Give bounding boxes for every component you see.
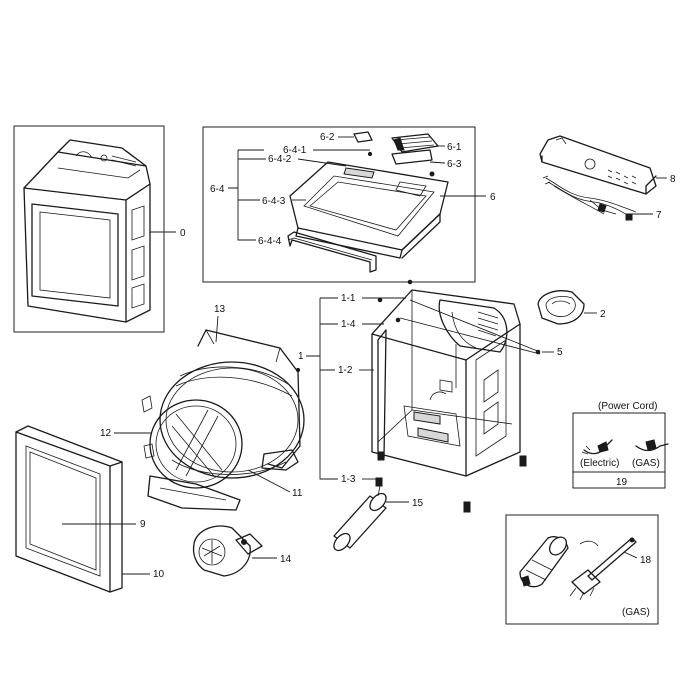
label-6: 6 [490, 192, 496, 203]
cabinet-frame-part-1: 1-1 1-4 1-2 1-3 1 5 [298, 279, 563, 513]
label-19: 19 [616, 477, 628, 488]
power-cord-box-part-19: (Power Cord) (Electric) (GAS) 19 [572, 401, 669, 489]
label-15: 15 [412, 498, 424, 509]
label-13: 13 [214, 304, 226, 315]
label-0: 0 [180, 228, 186, 239]
label-6-4-3: 6-4-3 [262, 196, 286, 207]
label-6-3: 6-3 [447, 159, 462, 170]
power-cord-title: (Power Cord) [598, 401, 657, 412]
power-cord-gas-label: (GAS) [632, 458, 660, 469]
gas-kit-gas-label: (GAS) [622, 607, 650, 618]
label-6-4-1: 6-4-1 [283, 145, 307, 156]
blower-part-14: 14 [192, 525, 292, 577]
label-6-4-2: 6-4-2 [268, 154, 292, 165]
door-assembly: 9 10 [15, 425, 165, 593]
label-14: 14 [280, 554, 292, 565]
label-11: 11 [292, 488, 303, 499]
label-1-1: 1-1 [341, 293, 356, 304]
label-5: 5 [557, 347, 563, 358]
dryer-assembly-part-0: 0 [13, 125, 186, 333]
label-1-2: 1-2 [338, 365, 353, 376]
label-2: 2 [600, 309, 606, 320]
label-6-4: 6-4 [210, 184, 225, 195]
label-7: 7 [656, 210, 662, 221]
label-9: 9 [140, 519, 146, 530]
label-1-3: 1-3 [341, 474, 356, 485]
label-1: 1 [298, 351, 304, 362]
vent-cover-part-2: 2 [537, 290, 606, 325]
label-1-4: 1-4 [341, 319, 356, 330]
control-panel-part-8: 8 7 [539, 135, 676, 221]
top-panel-assembly-part-6: 6-2 6-1 6-3 6-4-1 6-4-2 6-4-3 6-4-4 6-4 … [202, 126, 496, 283]
label-6-1: 6-1 [447, 142, 462, 153]
label-12: 12 [100, 428, 112, 439]
power-cord-electric-label: (Electric) [580, 458, 619, 469]
label-8: 8 [670, 174, 676, 185]
label-10: 10 [153, 569, 165, 580]
drum-assembly: 13 12 11 [100, 304, 305, 511]
gas-kit-box-part-18: 18 (GAS) [505, 514, 659, 625]
exhaust-duct-part-15: 15 [333, 481, 424, 552]
label-6-4-4: 6-4-4 [258, 236, 282, 247]
label-18: 18 [640, 555, 652, 566]
label-6-2: 6-2 [320, 132, 335, 143]
